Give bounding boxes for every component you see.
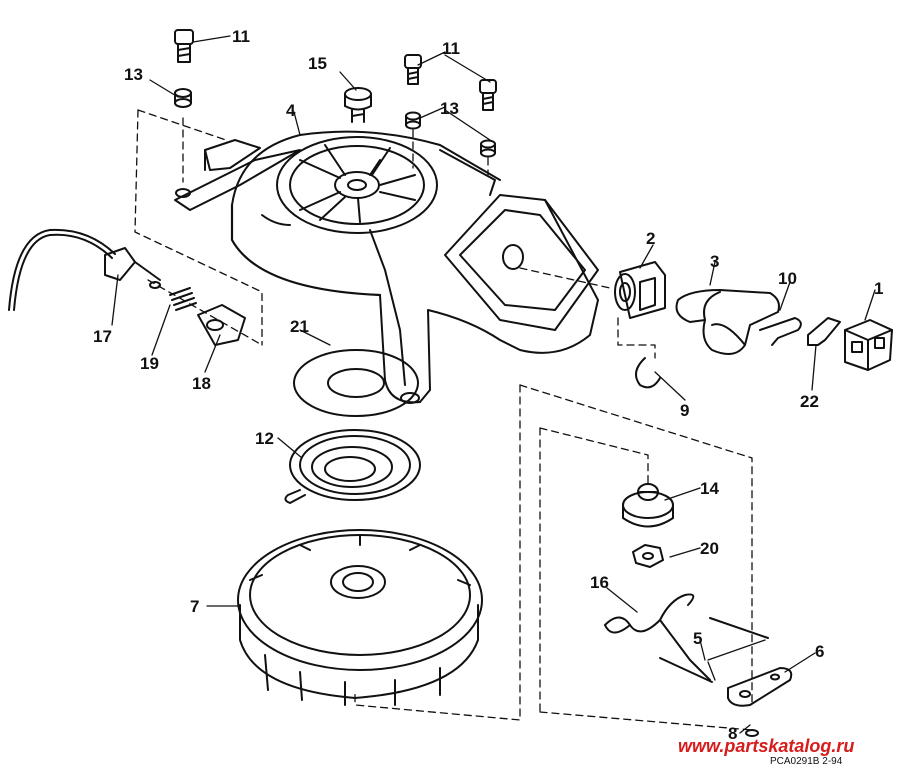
bolt-part-15 xyxy=(344,87,372,123)
nut-part-20 xyxy=(632,544,664,568)
link-part-5 xyxy=(659,617,769,683)
spacer-part-13-middle xyxy=(405,111,421,130)
callout-7: 7 xyxy=(190,597,200,616)
callout-11-right: 11 xyxy=(442,39,460,58)
callout-1: 1 xyxy=(874,279,884,298)
pulley-part-7 xyxy=(237,529,483,706)
callout-10: 10 xyxy=(778,269,797,288)
callout-21: 21 xyxy=(290,317,309,336)
starter-housing-part-4 xyxy=(174,130,599,404)
callout-19: 19 xyxy=(140,354,159,373)
friction-spring-part-16 xyxy=(604,593,711,681)
callout-6: 6 xyxy=(815,642,825,661)
callout-12: 12 xyxy=(255,429,274,448)
callout-4: 4 xyxy=(286,101,296,120)
screw-part-11-left xyxy=(174,29,194,63)
bracket-part-22 xyxy=(807,317,841,346)
callout-2: 2 xyxy=(646,229,656,248)
callout-13-left: 13 xyxy=(124,65,143,84)
spacer-part-13-right xyxy=(480,139,496,158)
callout-11-left: 11 xyxy=(232,27,250,46)
callout-8: 8 xyxy=(728,724,738,743)
drawing-code: PCA0291B 2-94 xyxy=(770,756,843,767)
plunger-part-18 xyxy=(197,304,246,346)
watermark-text: www.partskatalog.ru xyxy=(678,736,855,756)
rope-bushing-part-2 xyxy=(614,261,666,319)
retaining-ring-part-9 xyxy=(635,357,661,389)
callout-5: 5 xyxy=(693,629,703,648)
screw-part-11-middle xyxy=(404,54,422,85)
callout-15: 15 xyxy=(308,54,327,73)
callout-16: 16 xyxy=(590,573,609,592)
washer-part-8 xyxy=(745,729,759,737)
callout-leaders xyxy=(111,35,876,734)
callout-18: 18 xyxy=(192,374,211,393)
washer-part-21 xyxy=(293,349,419,417)
callout-20: 20 xyxy=(700,539,719,558)
cam-part-14 xyxy=(622,483,674,528)
callout-13-right: 13 xyxy=(440,99,459,118)
callout-14: 14 xyxy=(700,479,719,498)
starter-handle-part-3 xyxy=(675,289,780,355)
assembly-dashed-lines xyxy=(134,109,753,731)
callout-22: 22 xyxy=(800,392,819,411)
callout-3: 3 xyxy=(710,252,720,271)
spring-clip-part-10 xyxy=(759,317,802,346)
callout-9: 9 xyxy=(680,401,690,420)
callout-17: 17 xyxy=(93,327,112,346)
pawl-part-6 xyxy=(727,667,793,707)
recoil-spring-part-12 xyxy=(284,429,421,504)
spring-part-19 xyxy=(149,281,197,311)
cable-part-17 xyxy=(8,228,161,311)
spacer-part-13-left xyxy=(174,88,192,108)
screw-part-11-right xyxy=(479,79,497,111)
block-part-1 xyxy=(844,319,893,371)
